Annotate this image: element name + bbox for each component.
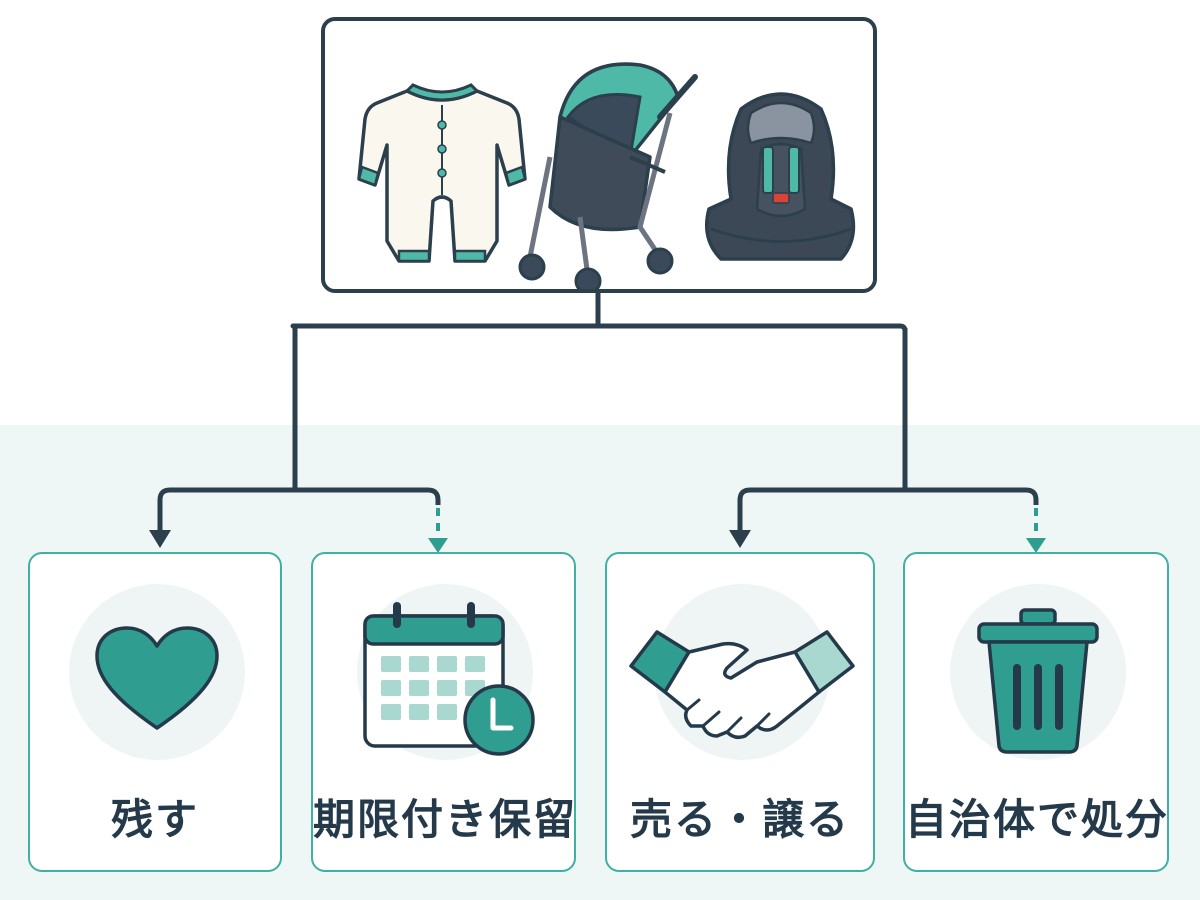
heart-icon <box>95 626 219 730</box>
arrowhead-keep <box>149 530 171 548</box>
arrowhead-sell <box>729 530 751 548</box>
option-card-hold[interactable]: 期限付き保留 <box>311 552 576 872</box>
arrowhead-dispose <box>1026 538 1046 553</box>
handshake-icon <box>629 630 855 740</box>
stroller-icon <box>518 62 698 289</box>
car-seat-icon <box>705 92 856 261</box>
option-label: 自治体で処分 <box>905 795 1170 844</box>
trash-can-icon <box>977 608 1099 754</box>
arrowhead-hold <box>428 538 448 553</box>
option-card-keep[interactable]: 残す <box>28 552 282 872</box>
option-label: 期限付き保留 <box>313 795 578 844</box>
option-card-dispose[interactable]: 自治体で処分 <box>903 552 1169 872</box>
option-card-sell[interactable]: 売る・譲る <box>605 552 875 872</box>
baby-romper-icon <box>357 83 527 263</box>
option-label: 残す <box>110 795 199 844</box>
calendar-clock-icon <box>363 602 535 756</box>
option-label: 売る・譲る <box>629 795 850 844</box>
baby-items-box <box>321 17 877 293</box>
